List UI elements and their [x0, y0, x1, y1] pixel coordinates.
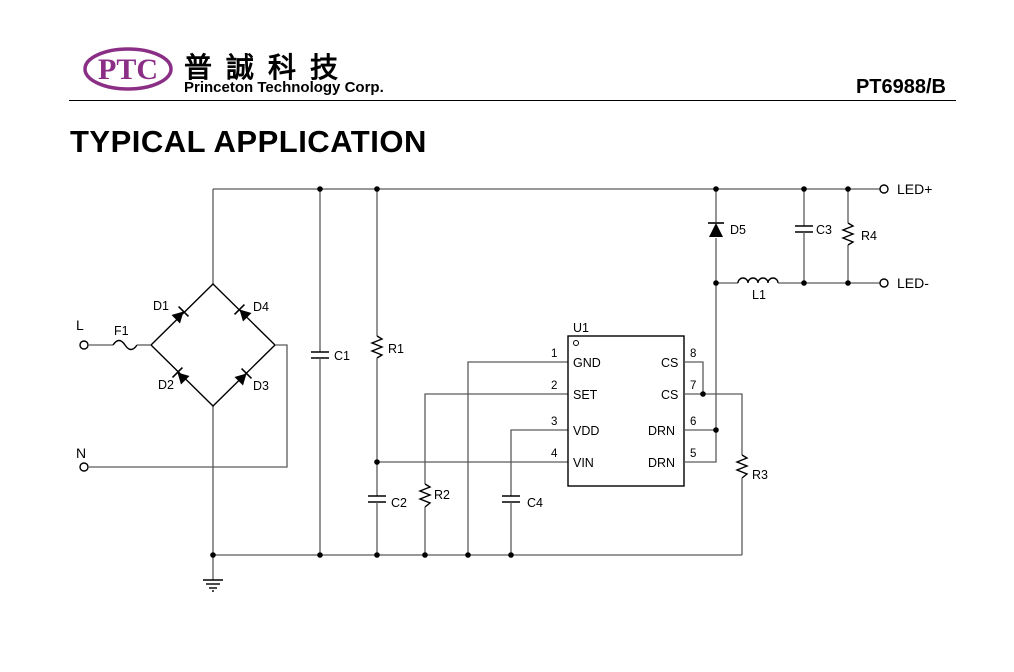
label-f1: F1 [114, 324, 129, 338]
pin-name-gnd: GND [573, 356, 601, 370]
drn5-wire [684, 283, 717, 463]
ground-symbol [203, 579, 223, 592]
terminal-led-minus [879, 278, 889, 288]
diode-d5 [708, 222, 724, 237]
resistor-r3 [735, 454, 749, 479]
logo-text: PTC [98, 53, 158, 86]
label-c4: C4 [527, 496, 543, 510]
pin-name-set: SET [573, 388, 598, 402]
ic-pin1-marker [573, 340, 579, 346]
label-d3: D3 [253, 379, 269, 393]
resistor-r1 [370, 335, 384, 359]
label-r2: R2 [434, 488, 450, 502]
gnd-pin-wire [467, 361, 568, 555]
company-name-english: Princeton Technology Corp. [184, 79, 384, 96]
label-l1: L1 [752, 288, 766, 302]
label-r4: R4 [861, 229, 877, 243]
pin-name-cs-7: CS [661, 388, 678, 402]
junction-dots [210, 186, 851, 558]
inductor-l1 [737, 277, 779, 284]
header-divider [69, 100, 956, 101]
company-name-chinese: 普誠科技 [184, 51, 353, 84]
label-d4: D4 [253, 300, 269, 314]
section-title: TYPICAL APPLICATION [70, 124, 427, 159]
diode-d4 [233, 303, 252, 322]
label-d2: D2 [158, 378, 174, 392]
pin-num-5: 5 [690, 448, 696, 460]
label-r1: R1 [388, 342, 404, 356]
terminal-l [79, 340, 89, 350]
ptc-logo: PTC [80, 44, 180, 94]
ic-u1 [567, 335, 685, 487]
cs8-wire [684, 361, 704, 394]
pin-name-drn-6: DRN [648, 424, 675, 438]
label-led-minus: LED- [897, 275, 929, 291]
pin-num-2: 2 [551, 380, 557, 392]
label-r3: R3 [752, 468, 768, 482]
diode-d3 [234, 367, 253, 386]
pin-num-6: 6 [690, 416, 696, 428]
label-c2: C2 [391, 496, 407, 510]
terminal-led-plus [879, 184, 889, 194]
pin-name-vin: VIN [573, 456, 594, 470]
label-c1: C1 [334, 349, 350, 363]
pin-name-vdd: VDD [573, 424, 599, 438]
pin-num-4: 4 [551, 448, 558, 460]
terminal-n [79, 462, 89, 472]
part-number: PT6988/B [855, 76, 946, 98]
diode-d2 [171, 366, 190, 385]
resistor-r2 [418, 483, 432, 508]
label-d5: D5 [730, 223, 746, 237]
pin-num-3: 3 [551, 416, 557, 428]
pin-name-cs-8: CS [661, 356, 678, 370]
pin-num-1: 1 [551, 348, 557, 360]
resistor-r4 [841, 222, 855, 246]
label-d1: D1 [153, 299, 169, 313]
fuse-f1 [112, 339, 138, 351]
label-l: L [76, 317, 84, 333]
label-c3: C3 [816, 223, 832, 237]
neutral-wire [88, 344, 288, 468]
label-n: N [76, 445, 86, 461]
pin-name-drn-5: DRN [648, 456, 675, 470]
label-u1: U1 [573, 321, 589, 335]
pin-num-7: 7 [690, 380, 696, 392]
label-led-plus: LED+ [897, 181, 932, 197]
diode-d1 [171, 305, 190, 324]
pin-num-8: 8 [690, 348, 696, 360]
bridge-rectifier [150, 283, 276, 407]
